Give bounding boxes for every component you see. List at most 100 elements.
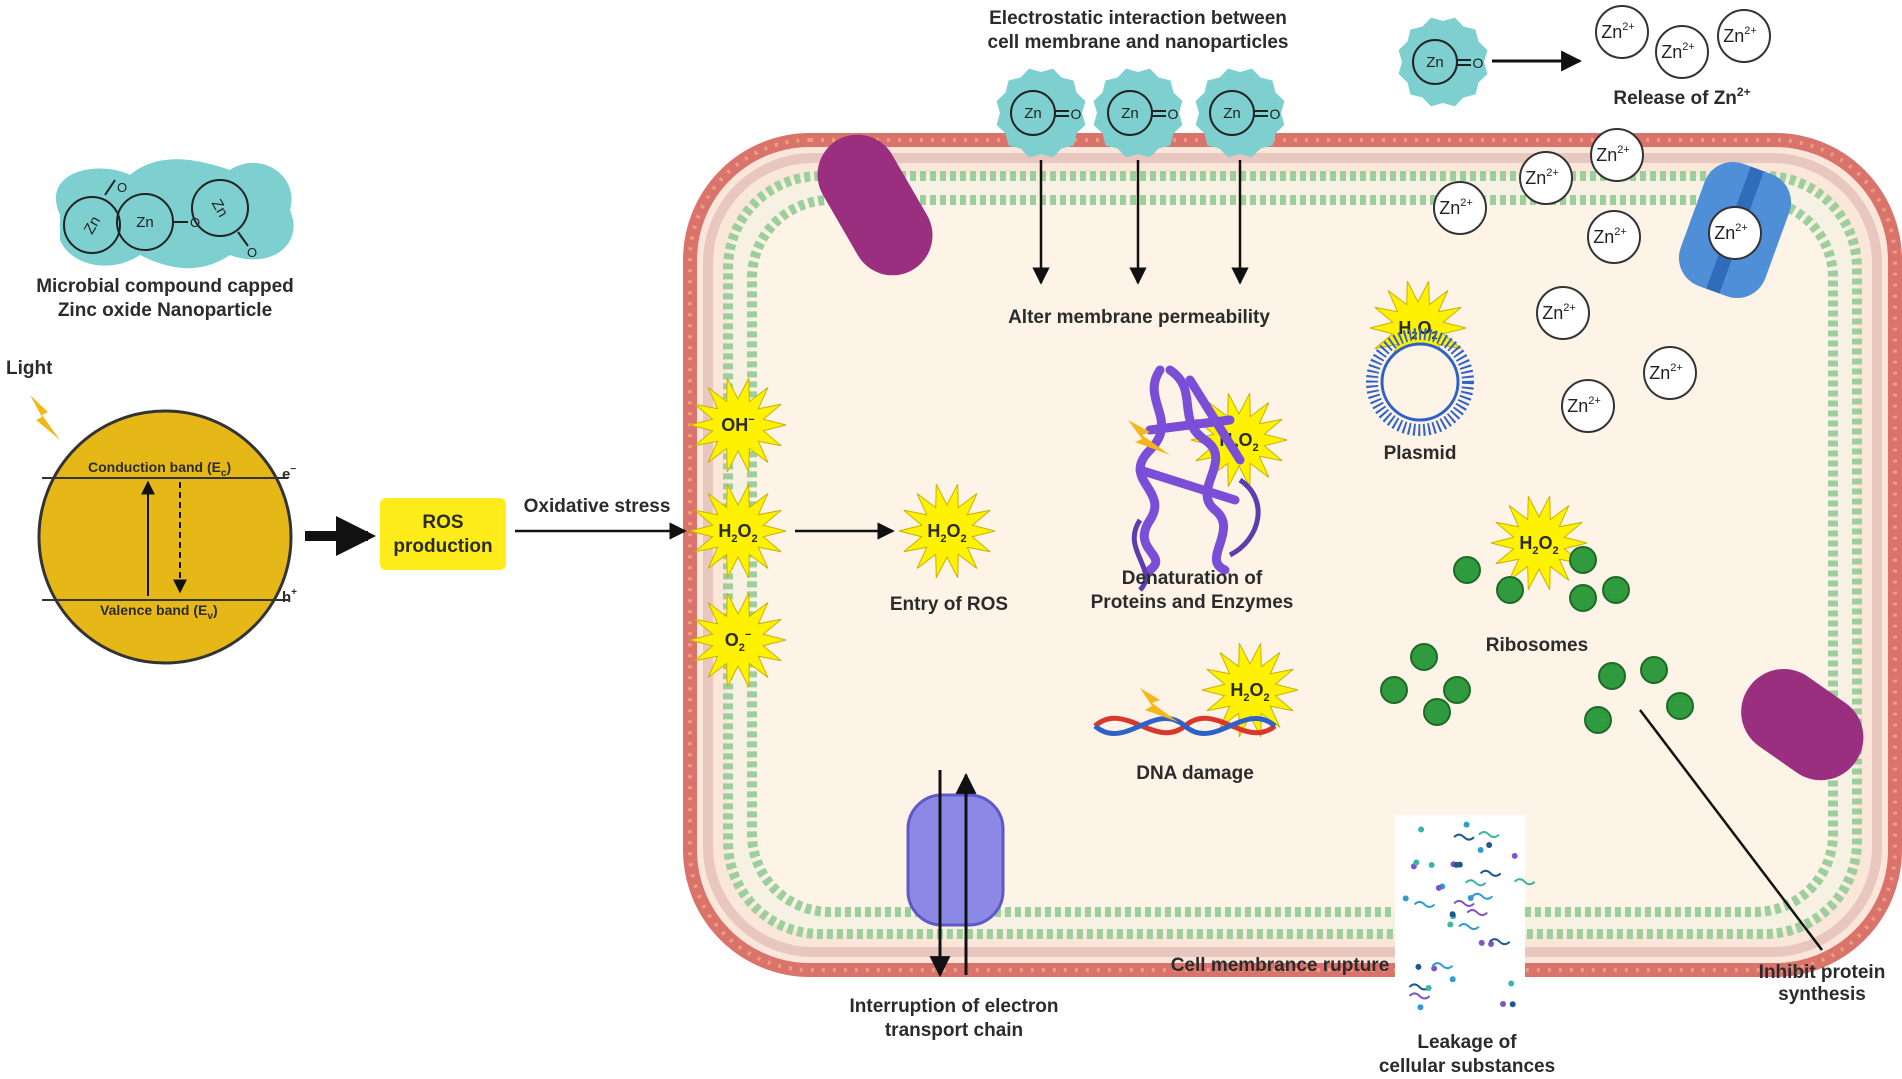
etc-line2: transport chain bbox=[885, 1020, 1023, 1041]
ribosome-1 bbox=[1453, 556, 1481, 584]
ros-production-box bbox=[380, 498, 506, 570]
np-label-line2: Zinc oxide Nanoparticle bbox=[58, 300, 272, 321]
plasmid bbox=[1366, 328, 1474, 436]
leak-dot-34 bbox=[1428, 861, 1435, 868]
leak-dot-38 bbox=[1508, 980, 1515, 987]
denaturation-line1: Denaturation of bbox=[1122, 568, 1263, 589]
leak-dot-14 bbox=[1447, 921, 1454, 928]
electrostatic-line2: cell membrane and nanoparticles bbox=[988, 32, 1289, 53]
leak-strand-15 bbox=[1479, 869, 1502, 877]
leak-dot-37 bbox=[1500, 1000, 1507, 1007]
np-zn-1: Zn bbox=[81, 213, 104, 237]
rupture-label: Cell membrance rupture bbox=[1171, 955, 1390, 976]
zn-ion-7: Zn2+ bbox=[1587, 210, 1641, 264]
zinc-ions: Zn2+ Zn2+ Zn2+ Zn2+ Zn2+ Zn2+ Zn2+ Zn2+ Zn2+ Zn2+… bbox=[1433, 5, 1771, 433]
leak-dot-16 bbox=[1417, 1004, 1424, 1011]
zn-ion-1: Zn2+ bbox=[1595, 5, 1649, 59]
leak-dot-11 bbox=[1509, 1001, 1516, 1008]
leak-dot-26 bbox=[1413, 859, 1420, 866]
plasmid-label: Plasmid bbox=[1384, 443, 1457, 464]
ribosome-2 bbox=[1496, 576, 1524, 604]
oxidative-stress-label: Oxidative stress bbox=[524, 496, 671, 517]
zn-ion-11: Zn2+ bbox=[1561, 379, 1615, 433]
leak-strand-0 bbox=[1458, 923, 1480, 931]
denaturation-line2: Proteins and Enzymes bbox=[1091, 592, 1294, 613]
zn-ion-8: Zn2+ bbox=[1708, 206, 1762, 260]
svg-text:OH−: OH− bbox=[721, 414, 754, 435]
burst-o2: O2− bbox=[689, 592, 787, 688]
burst-h2o2-entry: H2O2 bbox=[898, 483, 996, 579]
leak-dot-10 bbox=[1418, 826, 1425, 833]
leak-dot-25 bbox=[1488, 941, 1495, 948]
ribosome-13 bbox=[1584, 706, 1612, 734]
zn-ion-2: Zn2+ bbox=[1655, 25, 1709, 79]
svg-text:H2O2: H2O2 bbox=[718, 521, 757, 545]
lightning-icon bbox=[30, 395, 60, 440]
leak-strand-30 bbox=[1513, 878, 1536, 886]
ribosome-3 bbox=[1569, 546, 1597, 574]
leak-strand-24 bbox=[1471, 892, 1494, 900]
leak-dot-22 bbox=[1425, 984, 1432, 991]
electrostatic-line1: Electrostatic interaction between bbox=[989, 8, 1287, 29]
leak-dot-28 bbox=[1402, 895, 1409, 902]
free-np-o: O bbox=[1473, 55, 1484, 71]
free-np-zn: Zn bbox=[1426, 54, 1444, 71]
leak-dot-29 bbox=[1478, 939, 1485, 946]
ribosome-7 bbox=[1443, 676, 1471, 704]
release-zn-label: Release of Zn2+ bbox=[1613, 85, 1750, 109]
leak-strand-18 bbox=[1464, 879, 1487, 887]
band-gap-diagram bbox=[37, 409, 293, 665]
burst-h2o2-dna: H2O2 bbox=[1201, 642, 1299, 738]
valence-band-label: Valence band (Ev) bbox=[100, 602, 218, 622]
leak-strand-39 bbox=[1488, 938, 1511, 946]
leak-dot-13 bbox=[1511, 852, 1518, 859]
leaked-substances bbox=[1395, 815, 1536, 1015]
svg-text:H2O2: H2O2 bbox=[1230, 680, 1269, 704]
np-o-1: O bbox=[117, 180, 127, 195]
zn-ion-6: Zn2+ bbox=[1433, 181, 1487, 235]
dna-damage-label: DNA damage bbox=[1136, 763, 1254, 784]
leak-dot-8 bbox=[1477, 847, 1484, 854]
svg-text:O2−: O2− bbox=[725, 629, 752, 654]
alter-membrane-label: Alter membrane permeability bbox=[1008, 307, 1270, 328]
zn-ion-5: Zn2+ bbox=[1519, 151, 1573, 205]
svg-text:Zn2+: Zn2+ bbox=[1649, 362, 1683, 383]
ribosome-8 bbox=[1423, 698, 1451, 726]
burst-h2o2-membrane: H2O2 bbox=[689, 483, 787, 579]
np-zn-3: Zn bbox=[208, 196, 231, 220]
np-zn-2: Zn bbox=[136, 214, 154, 231]
leakage-line2: cellular substances bbox=[1379, 1056, 1555, 1077]
leak-strand-9 bbox=[1466, 909, 1488, 917]
leak-dot-41 bbox=[1435, 884, 1442, 891]
dna-strand bbox=[1093, 715, 1277, 736]
conduction-band-label: Conduction band (Ec) bbox=[88, 459, 231, 479]
zn-ion-3: Zn2+ bbox=[1717, 9, 1771, 63]
np-o-3: O bbox=[247, 245, 257, 260]
svg-text:Zn2+: Zn2+ bbox=[1567, 395, 1601, 416]
leak-dot-32 bbox=[1449, 976, 1456, 983]
leakage-line1: Leakage of bbox=[1417, 1032, 1517, 1053]
ribosome-particles bbox=[1380, 546, 1694, 734]
svg-text:Zn2+: Zn2+ bbox=[1723, 25, 1757, 46]
leak-strand-12 bbox=[1413, 900, 1436, 908]
ros-box-line2: production bbox=[393, 536, 492, 557]
svg-text:Zn2+: Zn2+ bbox=[1542, 302, 1576, 323]
ribosome-10 bbox=[1598, 662, 1626, 690]
leak-dot-31 bbox=[1449, 911, 1456, 918]
surface-np-3-o: O bbox=[1270, 106, 1281, 122]
burst-h2o2-ribosome: H2O2 bbox=[1490, 495, 1588, 591]
porin-top-left bbox=[817, 134, 933, 276]
ribosome-12 bbox=[1666, 692, 1694, 720]
leak-strand-6 bbox=[1478, 831, 1500, 839]
ribosomes-label: Ribosomes bbox=[1486, 635, 1588, 656]
svg-text:Zn2+: Zn2+ bbox=[1661, 41, 1695, 62]
zn-ion-9: Zn2+ bbox=[1536, 286, 1590, 340]
ros-box-line1: ROS bbox=[422, 512, 463, 533]
ribosome-11 bbox=[1640, 656, 1668, 684]
membrane-rupture-gap bbox=[1395, 815, 1525, 1015]
